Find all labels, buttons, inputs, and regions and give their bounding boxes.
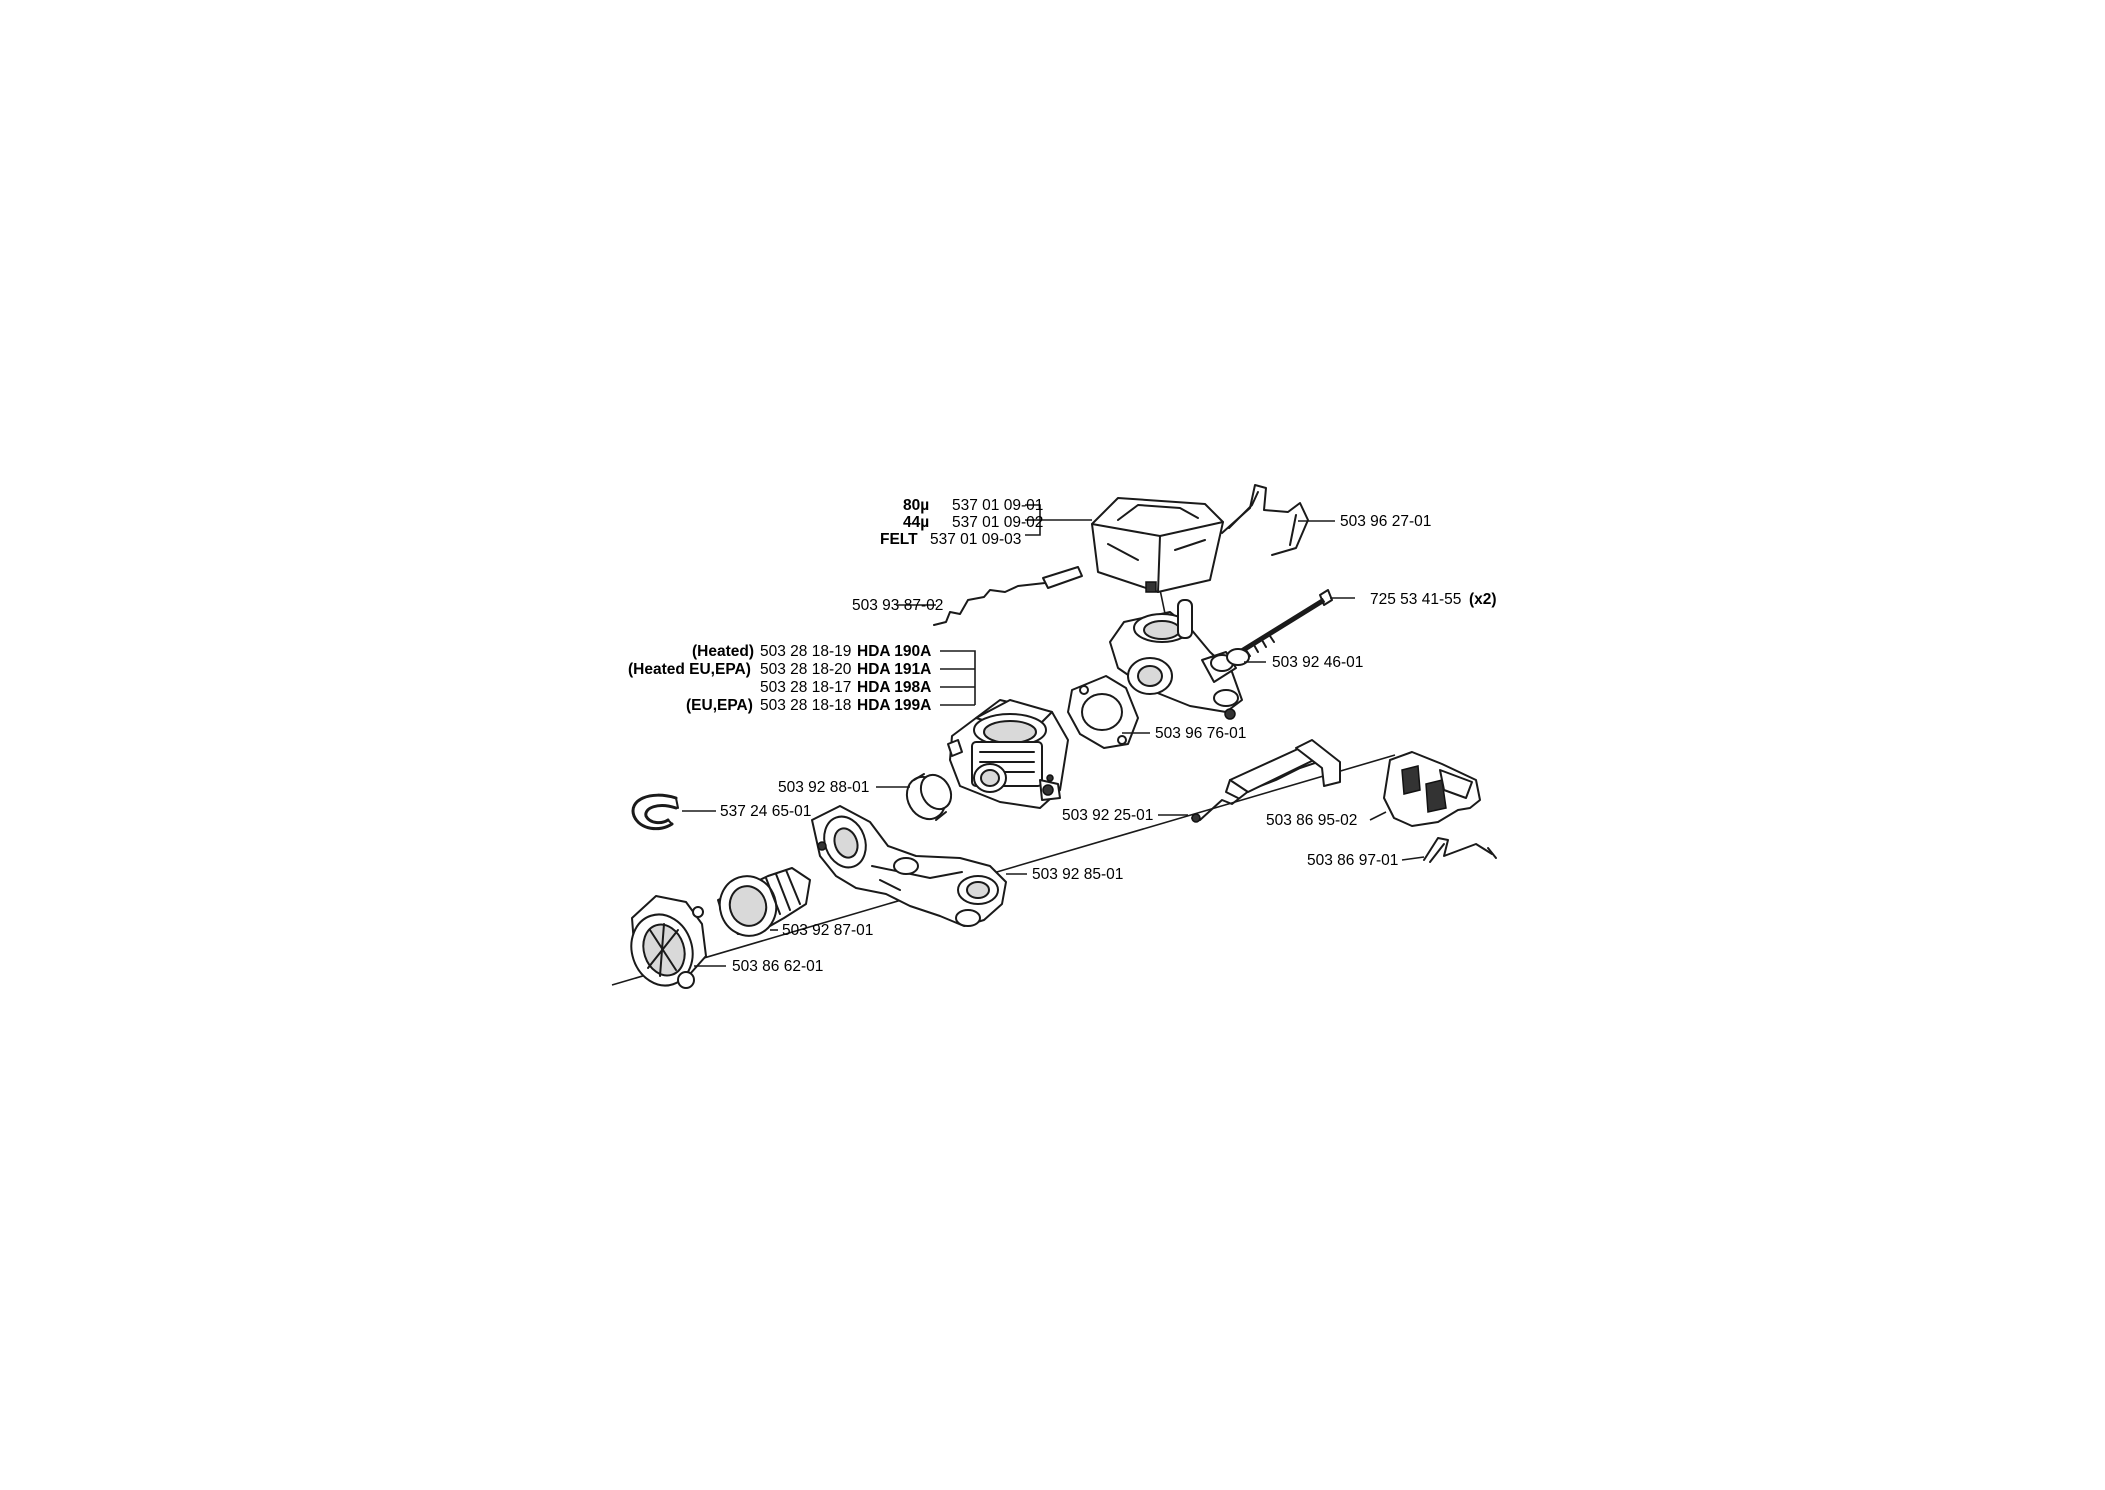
air-filter	[1091, 497, 1224, 593]
bolt-label: 725 53 41-55	[1370, 591, 1461, 608]
spacer-label: 503 92 46-01	[1272, 654, 1363, 671]
carb-std-part: 503 28 18-17	[760, 679, 851, 696]
intake-manifold	[811, 805, 1007, 927]
wire-label: 503 93 87-02	[852, 597, 943, 614]
intake-flange-label: 503 86 62-01	[732, 958, 823, 975]
spring-clip-label: 503 96 27-01	[1340, 513, 1431, 530]
bracket-clip	[1423, 837, 1497, 863]
gasket	[1067, 675, 1139, 749]
intake-hose-label: 503 92 87-01	[782, 922, 873, 939]
filter-80-part: 537 01 09-01	[952, 497, 1043, 514]
carb-eu-model: HDA 199A	[857, 697, 931, 714]
carb-heated-variant: (Heated)	[692, 643, 754, 660]
ring-seal-label: 503 92 88-01	[778, 779, 869, 796]
carb-std-model: HDA 198A	[857, 679, 931, 696]
spacer	[1210, 648, 1250, 672]
snap-ring	[631, 793, 679, 831]
carb-eu-variant: (EU,EPA)	[686, 697, 753, 714]
bracket-clip-label: 503 86 97-01	[1307, 852, 1398, 869]
carb-heated-eu-variant: (Heated EU,EPA)	[628, 661, 751, 678]
intake-hose	[717, 867, 811, 937]
cover-piece-label: 503 86 95-02	[1266, 812, 1357, 829]
intake-flange	[630, 895, 707, 989]
spring-clip	[1221, 484, 1309, 556]
callout-labels: 80µ 537 01 09-01 44µ 537 01 09-02 FELT 5…	[628, 497, 1497, 975]
filter-80-grade: 80µ	[903, 497, 929, 514]
assembly-axis	[611, 754, 1396, 986]
carb-heated-model: HDA 190A	[857, 643, 931, 660]
throttle-rod-label: 503 92 25-01	[1062, 807, 1153, 824]
filter-felt-grade: FELT	[880, 531, 918, 548]
leader-lines	[682, 504, 1425, 967]
gasket-label: 503 96 76-01	[1155, 725, 1246, 742]
filter-44-part: 537 01 09-02	[952, 514, 1043, 531]
carburetor	[947, 699, 1069, 809]
choke-wire	[933, 566, 1083, 626]
filter-44-grade: 44µ	[903, 514, 929, 531]
filter-felt-part: 537 01 09-03	[930, 531, 1021, 548]
long-bolt	[1238, 589, 1333, 657]
bolt-qty: (x2)	[1469, 591, 1497, 608]
carb-holder	[1109, 599, 1243, 720]
intake-manifold-label: 503 92 85-01	[1032, 866, 1123, 883]
ring-seal	[905, 773, 953, 821]
carb-heated-eu-model: HDA 191A	[857, 661, 931, 678]
carb-heated-eu-part: 503 28 18-20	[760, 661, 852, 678]
cover-piece	[1383, 751, 1481, 827]
carb-heated-part: 503 28 18-19	[760, 643, 851, 660]
snap-ring-label: 537 24 65-01	[720, 803, 811, 820]
carb-eu-part: 503 28 18-18	[760, 697, 851, 714]
throttle-rod	[1191, 739, 1341, 823]
